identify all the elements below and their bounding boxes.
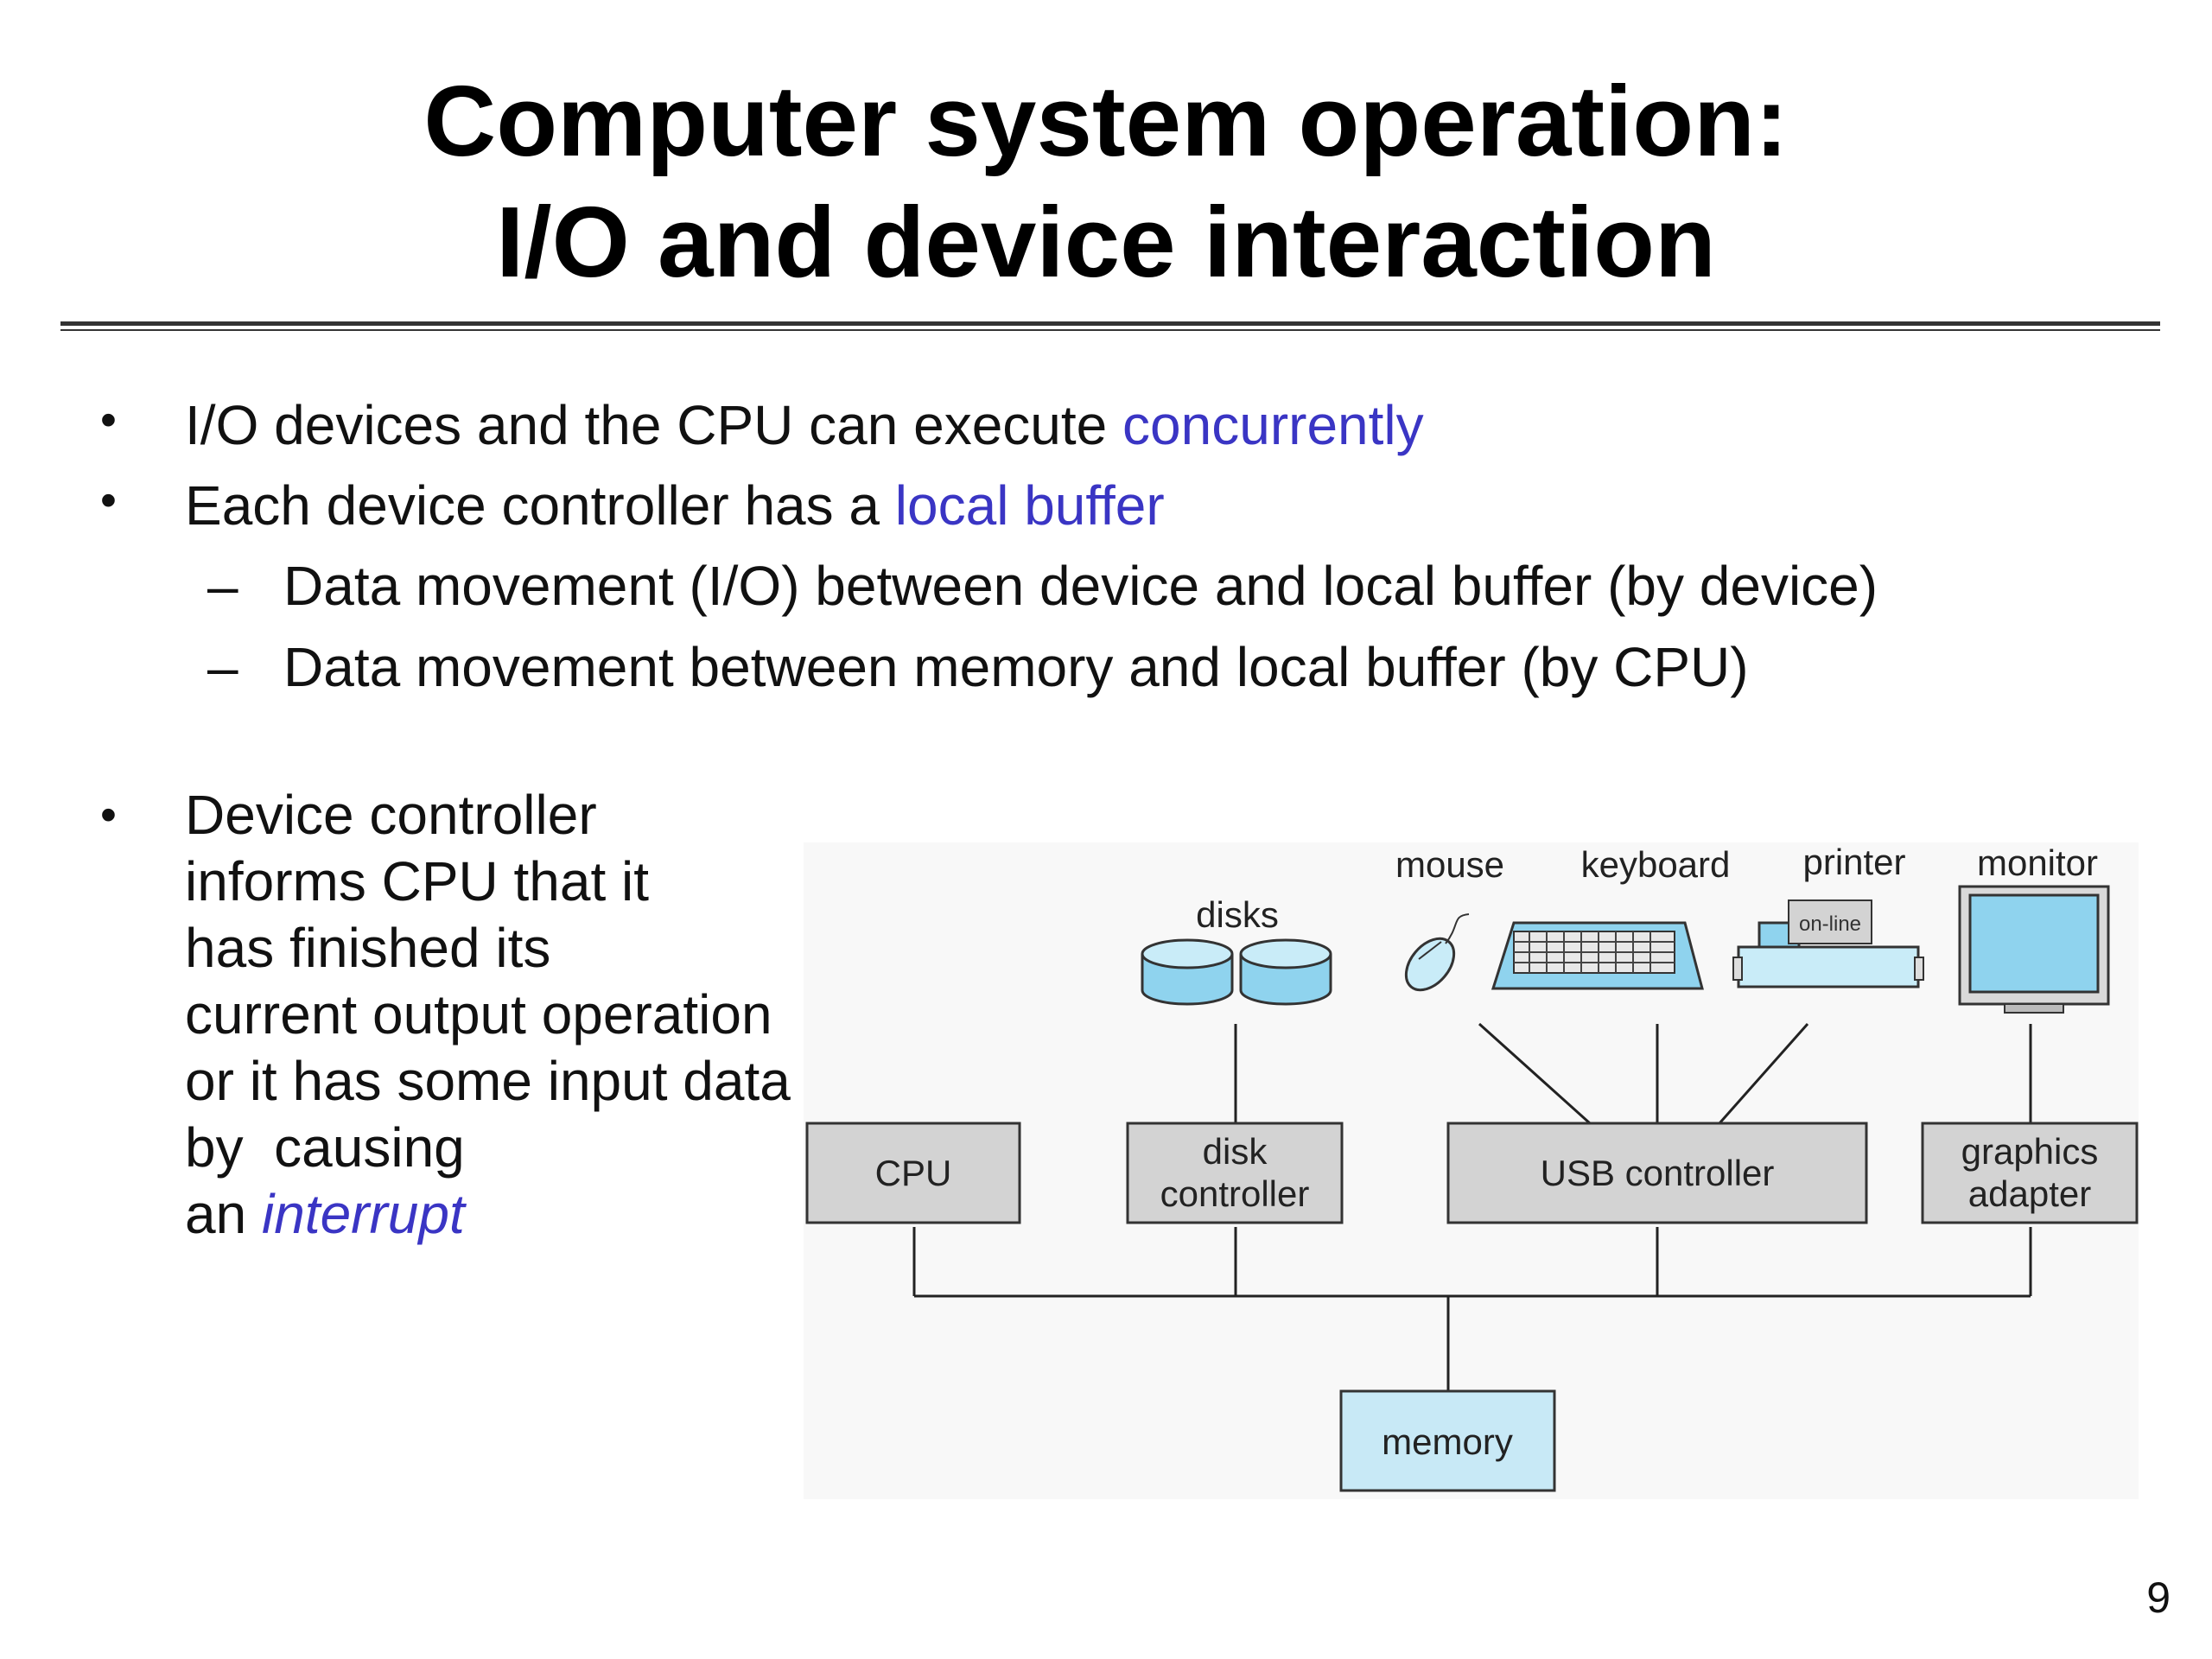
interrupt-line-3: has finished its — [185, 917, 551, 979]
title-rule-bottom — [60, 329, 2160, 331]
sub-bullet-dash: – — [207, 555, 238, 617]
highlight-concurrently: concurrently — [1122, 394, 1424, 456]
cpu-label: CPU — [875, 1153, 952, 1193]
disk-controller-box: disk controller — [1126, 1122, 1344, 1224]
interrupt-line-6: by causing — [185, 1116, 465, 1179]
interrupt-line-2: informs CPU that it — [185, 850, 650, 912]
disk-controller-label-1: disk — [1203, 1131, 1268, 1172]
bullet-interrupt: Device controller informs CPU that it ha… — [185, 782, 791, 1248]
title-rule-top — [60, 321, 2160, 326]
printer-panel-label: on-line — [1799, 912, 1861, 936]
sub-bullet-dash: – — [207, 636, 238, 698]
interrupt-prefix: an — [185, 1183, 262, 1245]
disk-controller-label-2: controller — [1160, 1173, 1310, 1214]
highlight-interrupt: interrupt — [261, 1183, 465, 1245]
slide-title: Computer system operation: I/O and devic… — [0, 60, 2212, 302]
sub-bullet-device-io: Data movement (I/O) between device and l… — [283, 555, 1878, 617]
title-line-1: Computer system operation: — [423, 65, 1789, 177]
disks-icon — [1141, 938, 1332, 1006]
title-line-2: I/O and device interaction — [496, 186, 1716, 298]
system-bus — [912, 1227, 2032, 1391]
page-number: 9 — [2146, 1573, 2171, 1622]
memory-label: memory — [1382, 1421, 1513, 1462]
bullet-dot: • — [100, 789, 117, 841]
bullet-text: Each device controller has a — [185, 474, 895, 537]
printer-label: printer — [1802, 842, 1905, 882]
highlight-local-buffer: local buffer — [894, 474, 1165, 537]
memory-box: memory — [1339, 1389, 1556, 1492]
interrupt-line-7: an interrupt — [185, 1181, 791, 1248]
printer-icon: on-line — [1732, 899, 1924, 988]
keyboard-icon — [1491, 921, 1704, 990]
interrupt-line-5: or it has some input data — [185, 1050, 791, 1112]
bullet-dot: • — [100, 474, 117, 526]
mouse-label: mouse — [1395, 844, 1504, 885]
cpu-box: CPU — [805, 1122, 1021, 1224]
bullet-text: I/O devices and the CPU can execute — [185, 394, 1123, 456]
usb-controller-label: USB controller — [1541, 1153, 1775, 1193]
graphics-adapter-label-1: graphics — [1961, 1131, 2099, 1172]
interrupt-line-4: current output operation — [185, 983, 772, 1046]
bullet-local-buffer: Each device controller has a local buffe… — [185, 471, 1165, 540]
graphics-adapter-label-2: adapter — [1968, 1173, 2091, 1214]
keyboard-label: keyboard — [1581, 844, 1731, 885]
mouse-icon — [1404, 913, 1470, 992]
usb-controller-box: USB controller — [1446, 1122, 1868, 1224]
device-links — [1234, 1022, 2032, 1125]
bullet-dot: • — [100, 394, 117, 446]
sub-bullet-cpu-move: Data movement between memory and local b… — [283, 636, 1749, 698]
disks-label: disks — [1196, 894, 1279, 935]
bullet-concurrency: I/O devices and the CPU can execute conc… — [185, 391, 1424, 460]
interrupt-line-1: Device controller — [185, 784, 597, 846]
graphics-adapter-box: graphics adapter — [1921, 1122, 2139, 1224]
monitor-label: monitor — [1977, 842, 2098, 883]
monitor-icon — [1958, 885, 2110, 1014]
